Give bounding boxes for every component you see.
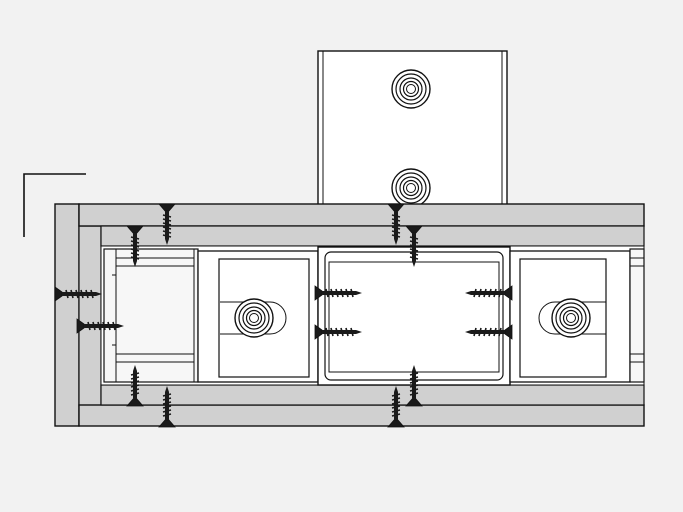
board-bottom-inner [100,384,645,406]
connector-box-center [317,246,511,386]
stud-channel-left [103,248,199,383]
hex-nut-icon [234,298,274,338]
hex-nut-icon [391,168,431,208]
corner-mark-icon [23,173,86,237]
board-top-inner [100,225,645,247]
connector-box-right [509,250,631,383]
hex-nut-icon [391,69,431,109]
board-left [54,203,80,427]
stud-channel-right [629,248,645,383]
hex-nut-icon [551,298,591,338]
bracket-plate [317,50,508,208]
board-left-inner [78,225,102,407]
connector-box-left [197,250,319,383]
